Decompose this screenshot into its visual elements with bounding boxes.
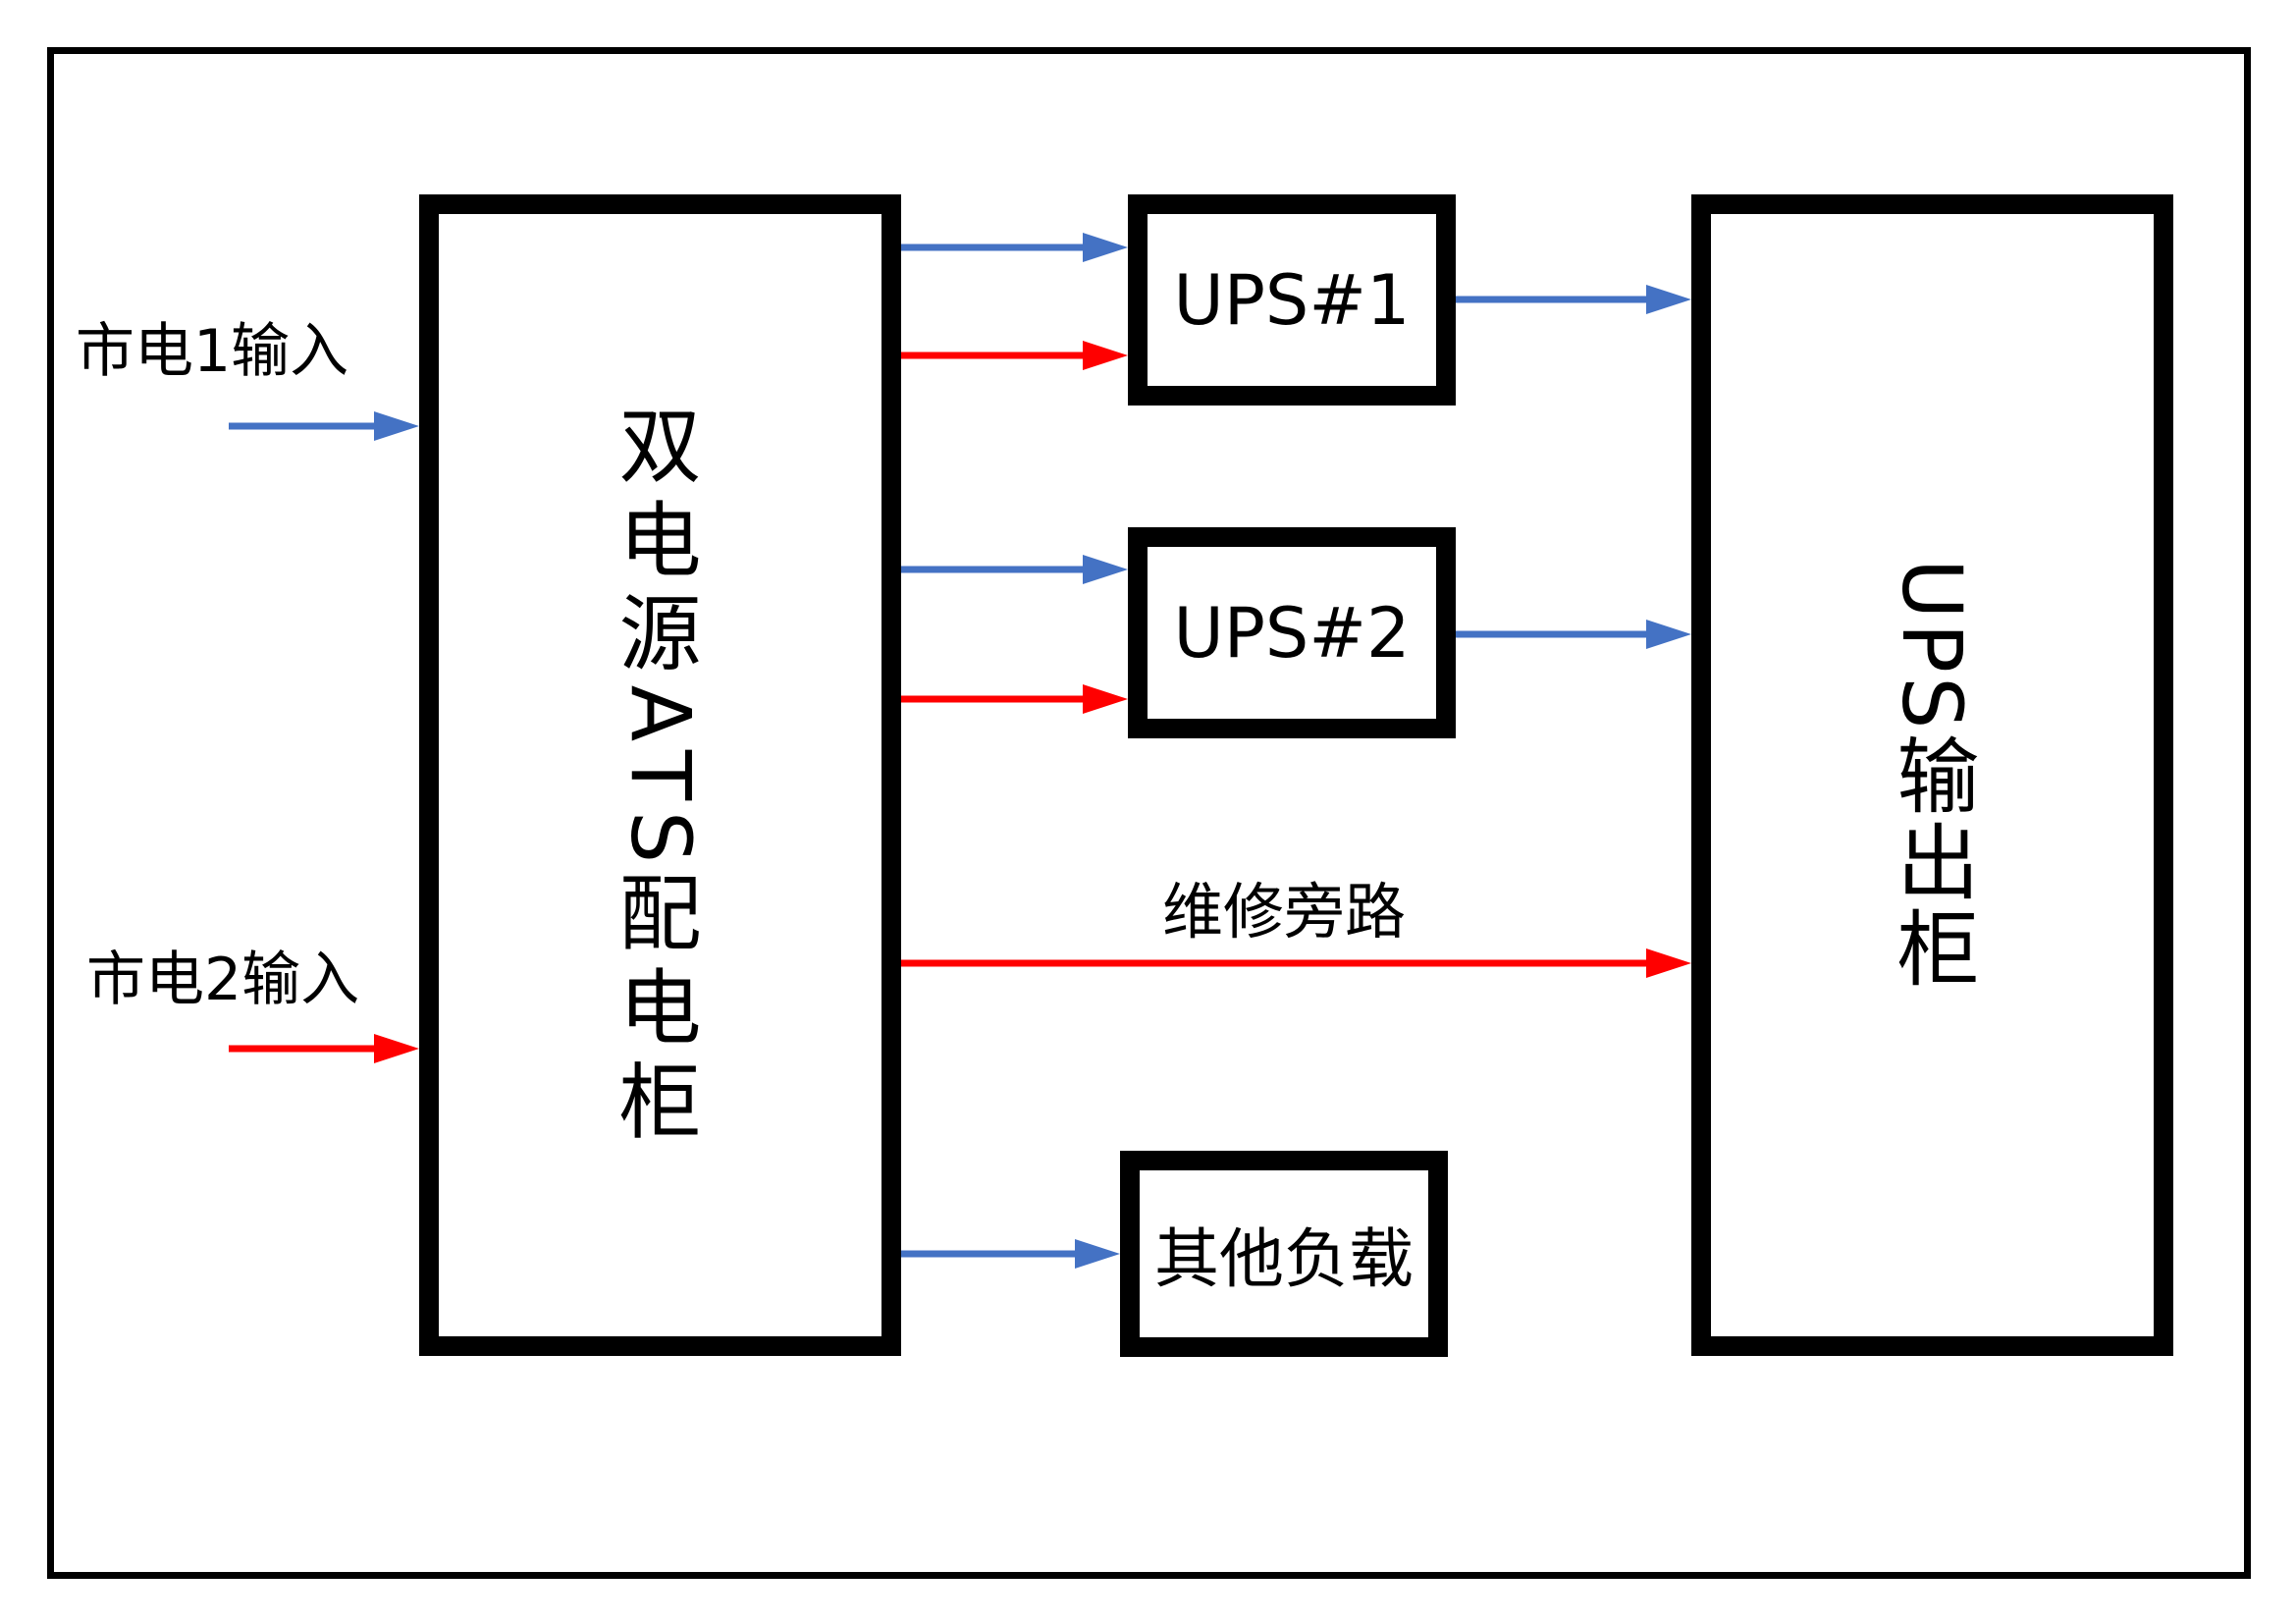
ats-cabinet-char: 源 <box>618 586 702 683</box>
ups2-box: UPS#2 <box>1128 527 1456 738</box>
ups2-label: UPS#2 <box>1173 592 1411 674</box>
arrow-ats-to-other-load-head <box>1075 1239 1120 1269</box>
ups1-label: UPS#1 <box>1173 259 1411 341</box>
bypass-label: 维修旁路 <box>1162 876 1407 947</box>
other-load-label: 其他负载 <box>1154 1221 1414 1297</box>
ats-cabinet-char: 电 <box>618 959 702 1056</box>
ats-cabinet-char: 双 <box>618 398 702 495</box>
arrow-ats-to-ups2-blue-head <box>1083 555 1128 584</box>
other-load-box: 其他负载 <box>1120 1151 1448 1357</box>
arrow-ats-to-ups1-blue-head <box>1083 233 1128 262</box>
ats-cabinet-char: 电 <box>618 492 702 589</box>
ups-output-cabinet-box: UPS输出柜 <box>1691 194 2173 1356</box>
ats-cabinet-char: 配 <box>618 866 702 962</box>
arrow-input1-to-ats-head <box>374 411 419 441</box>
arrow-ats-to-ups1-red-head <box>1083 341 1128 370</box>
arrow-ups2-to-output-head <box>1646 620 1691 649</box>
arrow-ats-to-ups2-red-head <box>1083 684 1128 714</box>
ups1-box: UPS#1 <box>1128 194 1456 406</box>
arrow-input2-to-ats-head <box>374 1034 419 1063</box>
arrow-ups1-to-output-head <box>1646 285 1691 314</box>
ups-output-cabinet-label: UPS输出柜 <box>1884 558 1980 993</box>
arrow-bypass-to-output-head <box>1646 948 1691 978</box>
diagram-frame <box>47 47 2251 1579</box>
ats-cabinet-char: 柜 <box>618 1054 702 1151</box>
input2-label: 市电2输入 <box>86 946 360 1014</box>
input1-label: 市电1输入 <box>76 317 349 386</box>
